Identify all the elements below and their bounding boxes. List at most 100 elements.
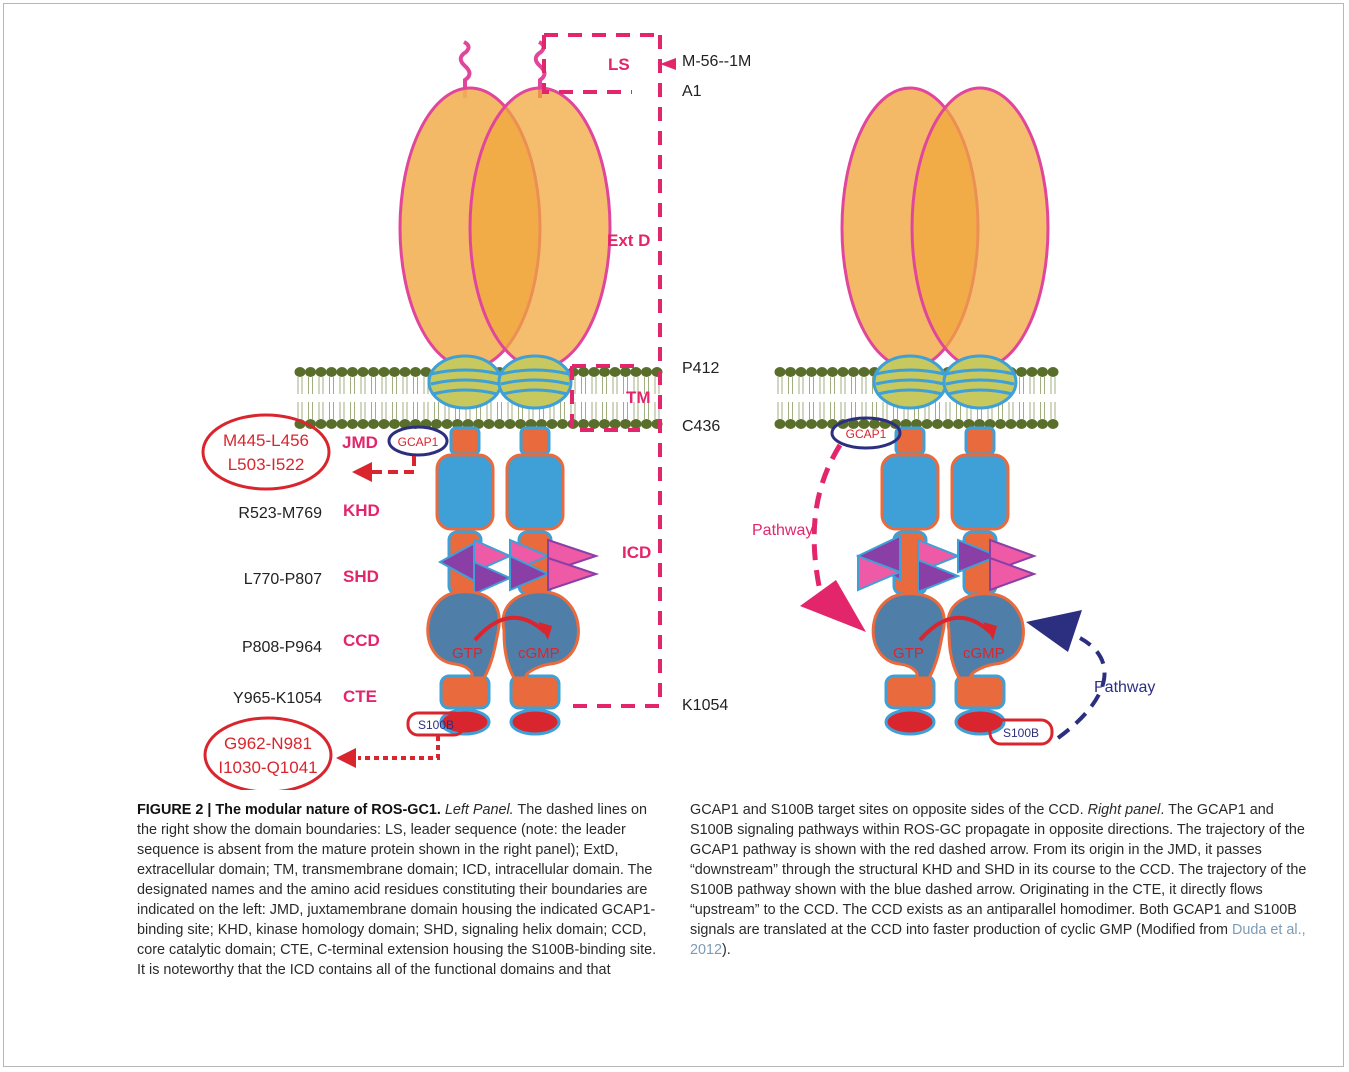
extracellular-lobe-right-r bbox=[912, 88, 1048, 368]
lipid-head bbox=[358, 419, 369, 429]
pathway-red-label: Pathway bbox=[752, 522, 813, 539]
lipid-head bbox=[620, 367, 631, 377]
lipid-head bbox=[943, 419, 954, 429]
lipid-head bbox=[838, 367, 849, 377]
lipid-head bbox=[1048, 367, 1059, 377]
c436-label: C436 bbox=[682, 418, 720, 435]
lipid-head bbox=[389, 367, 400, 377]
lipid-head bbox=[389, 419, 400, 429]
lipid-head bbox=[1016, 367, 1027, 377]
lipid-head bbox=[848, 367, 859, 377]
ccd-residues: P808-P964 bbox=[242, 639, 322, 656]
lipid-head bbox=[620, 419, 631, 429]
icd-label: ICD bbox=[622, 543, 651, 562]
lipid-head bbox=[316, 419, 327, 429]
gcap1-site-1: M445-L456 bbox=[223, 431, 309, 450]
lipid-tails bbox=[424, 377, 428, 419]
lipid-head bbox=[806, 419, 817, 429]
tm-label: TM bbox=[626, 388, 651, 407]
shd-residues: L770-P807 bbox=[244, 571, 322, 588]
lipid-head bbox=[775, 367, 786, 377]
ls-label: LS bbox=[608, 55, 630, 74]
cte-residues: Y965-K1054 bbox=[233, 690, 322, 707]
lipid-tails bbox=[592, 377, 596, 419]
lipid-head bbox=[806, 367, 817, 377]
gcap1-pathway-arrowhead bbox=[800, 580, 866, 632]
lipid-tails bbox=[1020, 377, 1024, 419]
caption-right-paragraph: GCAP1 and S100B target sites on opposite… bbox=[690, 800, 1310, 960]
lipid-head bbox=[337, 367, 348, 377]
gcap1-label-r: GCAP1 bbox=[846, 427, 887, 441]
lipid-head bbox=[610, 419, 621, 429]
lipid-tails bbox=[309, 377, 313, 419]
lipid-head bbox=[578, 419, 589, 429]
lipid-head bbox=[1027, 367, 1038, 377]
right-panel-label: Right panel bbox=[1088, 802, 1161, 818]
lipid-tails bbox=[603, 377, 607, 419]
lipid-tails bbox=[841, 377, 845, 419]
lipid-head bbox=[368, 367, 379, 377]
gtp-label-r: GTP bbox=[893, 645, 924, 662]
ccd-lobe-right-r bbox=[948, 594, 1023, 678]
s100b-arrow bbox=[358, 736, 438, 758]
lipid-tails bbox=[862, 377, 866, 419]
lipid-head bbox=[796, 419, 807, 429]
lipid-tails bbox=[778, 377, 782, 419]
caption-text-right-c: ). bbox=[722, 942, 731, 958]
lipid-head bbox=[442, 419, 453, 429]
lipid-head bbox=[859, 367, 870, 377]
k1054-label: K1054 bbox=[682, 697, 728, 714]
khd-label: KHD bbox=[343, 501, 380, 520]
s100b-site-1: G962-N981 bbox=[224, 734, 312, 753]
lipid-head bbox=[827, 367, 838, 377]
cgmp-label-r: cGMP bbox=[963, 645, 1005, 662]
lipid-head bbox=[610, 367, 621, 377]
figure-label: FIGURE 2 | bbox=[137, 802, 215, 818]
lipid-head bbox=[599, 419, 610, 429]
right-panel: GTP cGMP GCAP1 S100B Pathway Pathway bbox=[752, 88, 1155, 744]
figure-title: The modular nature of ROS-GC1. bbox=[215, 802, 440, 818]
lipid-head bbox=[400, 367, 411, 377]
lipid-tails bbox=[831, 377, 835, 419]
lipid-head bbox=[326, 367, 337, 377]
p412-label: P412 bbox=[682, 360, 719, 377]
lipid-head bbox=[922, 419, 933, 429]
lipid-head bbox=[932, 419, 943, 429]
lipid-head bbox=[484, 419, 495, 429]
lipid-head bbox=[1027, 419, 1038, 429]
lipid-head bbox=[295, 367, 306, 377]
lipid-head bbox=[410, 367, 421, 377]
lipid-head bbox=[589, 419, 600, 429]
caption-left-paragraph: FIGURE 2 | The modular nature of ROS-GC1… bbox=[137, 800, 667, 980]
lipid-tails bbox=[372, 377, 376, 419]
jmd-label: JMD bbox=[342, 433, 378, 452]
lipid-head bbox=[1037, 419, 1048, 429]
lipid-tails bbox=[820, 377, 824, 419]
gcap1-label: GCAP1 bbox=[398, 435, 439, 449]
lipid-tails bbox=[393, 377, 397, 419]
lipid-head bbox=[1037, 367, 1048, 377]
lipid-head bbox=[347, 419, 358, 429]
cgmp-label: cGMP bbox=[518, 645, 560, 662]
gcap1-sites-oval bbox=[203, 415, 329, 489]
caption-text-right-a: GCAP1 and S100B target sites on opposite… bbox=[690, 802, 1088, 818]
lipid-head bbox=[494, 419, 505, 429]
lipid-tails bbox=[852, 377, 856, 419]
s100b-label-r: S100B bbox=[1003, 726, 1039, 740]
caption-right-column: GCAP1 and S100B target sites on opposite… bbox=[690, 800, 1310, 960]
gcap1-pathway-arrow bbox=[814, 445, 840, 600]
ros-gc1-diagram: GTP cGMP GCAP1 S100B M445-L456 L503-I522… bbox=[0, 0, 1349, 790]
lipid-tails bbox=[582, 377, 586, 419]
lipid-head bbox=[305, 367, 316, 377]
ccd-lobe-left bbox=[428, 592, 499, 678]
lipid-head bbox=[379, 419, 390, 429]
extracellular-lobe-right bbox=[470, 88, 610, 368]
lipid-head bbox=[547, 419, 558, 429]
shd-label: SHD bbox=[343, 567, 379, 586]
lipid-head bbox=[631, 419, 642, 429]
ccd-label: CCD bbox=[343, 631, 380, 650]
caption-text-right-b: . The GCAP1 and S100B signaling pathways… bbox=[690, 802, 1306, 938]
gtp-label: GTP bbox=[452, 645, 483, 662]
lipid-head bbox=[1048, 419, 1059, 429]
s100b-sites-oval bbox=[205, 718, 331, 790]
